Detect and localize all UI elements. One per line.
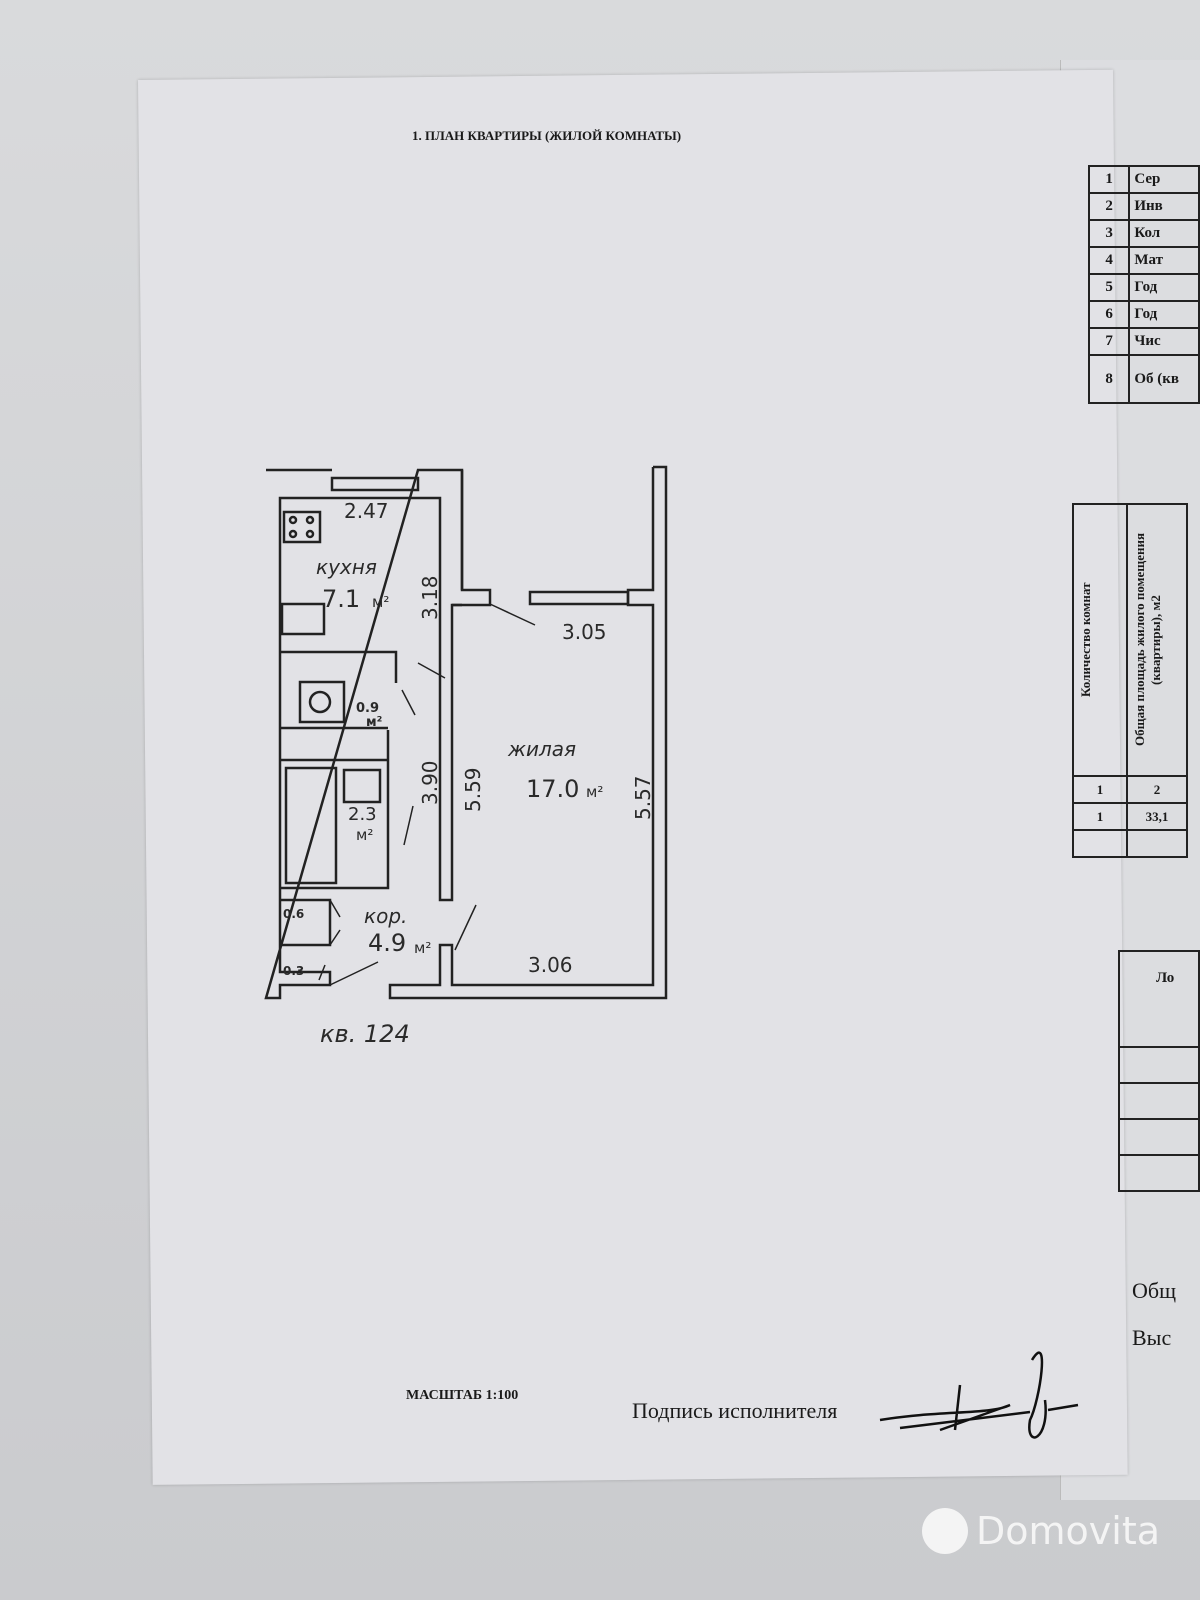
corridor-length: 3.90 xyxy=(418,760,442,805)
watermark-logo-icon xyxy=(922,1508,968,1554)
corridor-unit: м² xyxy=(414,939,431,957)
kitchen-window xyxy=(330,476,420,492)
living-width-bottom: 3.06 xyxy=(528,953,573,977)
closet-2-area: 0.3 xyxy=(283,964,304,978)
living-label: жилая xyxy=(507,737,576,761)
living-width-top: 3.05 xyxy=(562,620,607,644)
corridor-area: 4.9 xyxy=(368,929,406,957)
kitchen-length: 3.18 xyxy=(418,575,442,620)
toilet-icon xyxy=(298,680,346,724)
toilet-area: 0.9 xyxy=(356,701,379,716)
wall xyxy=(388,465,668,1000)
sink-icon xyxy=(280,602,326,636)
bathroom-unit: м² xyxy=(356,826,373,844)
corridor-label: кор. xyxy=(364,904,407,928)
signature-label: Подпись исполнителя xyxy=(632,1398,838,1423)
watermark: Domovita xyxy=(922,1508,1160,1554)
kitchen-area: 7.1 xyxy=(322,585,360,613)
column-header: Количество комнат xyxy=(1078,582,1093,698)
side-text: Выс xyxy=(1132,1325,1172,1350)
living-area: 17.0 xyxy=(526,775,579,803)
toilet-unit: м² xyxy=(366,715,382,730)
signature xyxy=(879,1351,1079,1439)
kitchen-width: 2.47 xyxy=(344,499,389,523)
kitchen-label: кухня xyxy=(316,555,377,579)
wall xyxy=(280,650,398,947)
scale-label: МАСШТАБ 1:100 xyxy=(406,1388,519,1403)
room-window xyxy=(528,590,630,606)
living-length-right: 5.57 xyxy=(631,775,655,820)
third-table: Ло xyxy=(1118,950,1200,1192)
living-unit: м² xyxy=(586,783,603,801)
bathtub-icon xyxy=(284,766,338,885)
apartment-number: кв. 124 xyxy=(320,1020,410,1048)
side-text: Общ xyxy=(1132,1278,1177,1303)
closet-1-area: 0.6 xyxy=(283,907,304,921)
column-header: Общая площадь жилого помещения (квартиры… xyxy=(1132,533,1163,747)
kitchen-unit: м² xyxy=(372,593,389,611)
document-title: 1. ПЛАН КВАРТИРЫ (ЖИЛОЙ КОМНАТЫ) xyxy=(412,128,682,143)
stove-icon xyxy=(282,510,322,544)
door-swing xyxy=(318,603,536,986)
bathroom-area: 2.3 xyxy=(348,804,377,825)
wall xyxy=(264,468,492,1000)
living-length-left: 5.59 xyxy=(461,767,485,812)
area-table: Количество комнат Общая площадь жилого по… xyxy=(1072,503,1188,858)
